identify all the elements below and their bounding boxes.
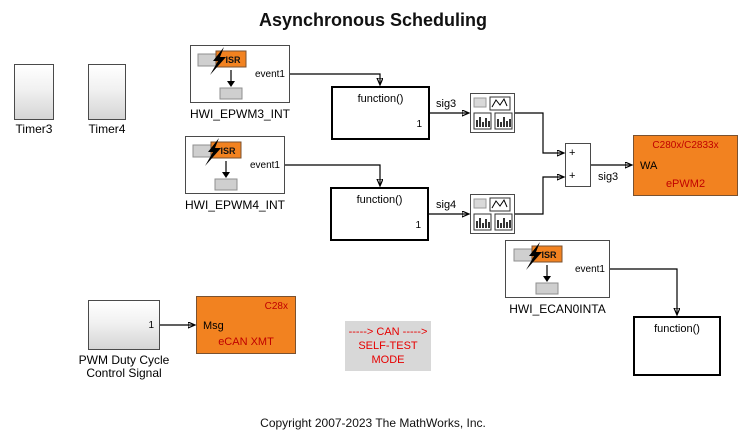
output-port-label: event1 bbox=[249, 160, 280, 171]
model-title: Asynchronous Scheduling bbox=[258, 10, 488, 30]
input-port-label: WA bbox=[640, 160, 658, 172]
input-port-label: Msg bbox=[203, 320, 224, 332]
isr-icon: ISR bbox=[197, 47, 247, 100]
block-function-can[interactable]: function() bbox=[633, 316, 721, 376]
block-sum[interactable]: + + bbox=[565, 143, 591, 187]
block-name-label: ePWM2 bbox=[665, 178, 706, 190]
block-hwi-epwm4-int[interactable]: ISR event1 bbox=[185, 136, 285, 194]
wire-sig3-to-sum bbox=[515, 112, 563, 153]
isr-text: ISR bbox=[220, 146, 236, 156]
signal-label-sig4: sig4 bbox=[436, 199, 456, 211]
copyright-text: Copyright 2007-2023 The MathWorks, Inc. bbox=[260, 416, 486, 430]
lightning-icon bbox=[526, 242, 542, 270]
isr-text: ISR bbox=[225, 55, 241, 65]
block-hwi-epwm3-label: HWI_EPWM3_INT bbox=[189, 107, 290, 121]
block-epwm2[interactable]: C280x/C2833x WA ePWM2 bbox=[633, 135, 738, 196]
output-port-label: event1 bbox=[574, 264, 605, 275]
output-port-number: 1 bbox=[416, 119, 422, 130]
chip-label: C28x bbox=[264, 301, 288, 312]
isr-text: ISR bbox=[541, 250, 557, 260]
pwm-duty-label-line2: Control Signal bbox=[86, 366, 162, 380]
wire-sig4-to-sum bbox=[515, 177, 563, 215]
can-selftest-annotation[interactable]: -----> CAN -----> SELF-TEST MODE bbox=[345, 321, 431, 371]
function-title: function() bbox=[357, 93, 404, 105]
pwm-duty-label-line1: PWM Duty Cycle bbox=[78, 353, 170, 367]
annotation-line3: MODE bbox=[371, 354, 405, 366]
isr-icon: ISR bbox=[513, 242, 563, 295]
wire-ecan0-to-function bbox=[610, 268, 677, 314]
block-timer3-label: Timer3 bbox=[15, 122, 53, 136]
block-pwm-duty-label: PWM Duty Cycle Control Signal bbox=[60, 354, 188, 380]
block-scope-sig4[interactable] bbox=[470, 194, 515, 234]
signal-label-sig3-out: sig3 bbox=[598, 171, 618, 183]
output-port-number: 1 bbox=[415, 220, 421, 231]
scope-icon bbox=[473, 96, 513, 130]
block-scope-sig3[interactable] bbox=[470, 93, 515, 133]
isr-icon: ISR bbox=[192, 138, 242, 191]
annotation-line1: -----> CAN -----> bbox=[348, 326, 428, 338]
block-function-sig3[interactable]: function() 1 bbox=[331, 86, 430, 140]
wire-epwm4-to-function bbox=[285, 164, 380, 185]
signal-label-sig3: sig3 bbox=[436, 98, 456, 110]
block-hwi-ecan0inta[interactable]: ISR event1 bbox=[505, 240, 610, 298]
wire-epwm3-to-function bbox=[290, 73, 380, 84]
block-name-label: eCAN XMT bbox=[218, 336, 274, 348]
block-timer3[interactable] bbox=[14, 64, 54, 120]
annotation-line2: SELF-TEST bbox=[358, 340, 418, 352]
output-port-label: event1 bbox=[254, 69, 285, 80]
lightning-icon bbox=[205, 138, 221, 166]
function-title: function() bbox=[654, 323, 700, 335]
block-timer4-label: Timer4 bbox=[88, 122, 126, 136]
chip-label: C280x/C2833x bbox=[652, 140, 719, 151]
block-timer4[interactable] bbox=[88, 64, 126, 120]
output-port-number: 1 bbox=[148, 320, 154, 331]
function-title: function() bbox=[356, 194, 403, 206]
block-ecan-xmt[interactable]: C28x Msg eCAN XMT bbox=[196, 296, 296, 354]
scope-icon bbox=[473, 197, 513, 231]
block-hwi-ecan0-label: HWI_ECAN0INTA bbox=[509, 302, 606, 316]
plus-sign: + bbox=[569, 147, 576, 159]
lightning-icon bbox=[210, 47, 226, 75]
block-hwi-epwm4-label: HWI_EPWM4_INT bbox=[184, 198, 285, 212]
block-hwi-epwm3-int[interactable]: ISR event1 bbox=[190, 45, 290, 103]
plus-sign: + bbox=[569, 170, 576, 182]
block-function-sig4[interactable]: function() 1 bbox=[330, 187, 429, 241]
block-pwm-duty-cycle[interactable]: 1 bbox=[88, 300, 160, 350]
